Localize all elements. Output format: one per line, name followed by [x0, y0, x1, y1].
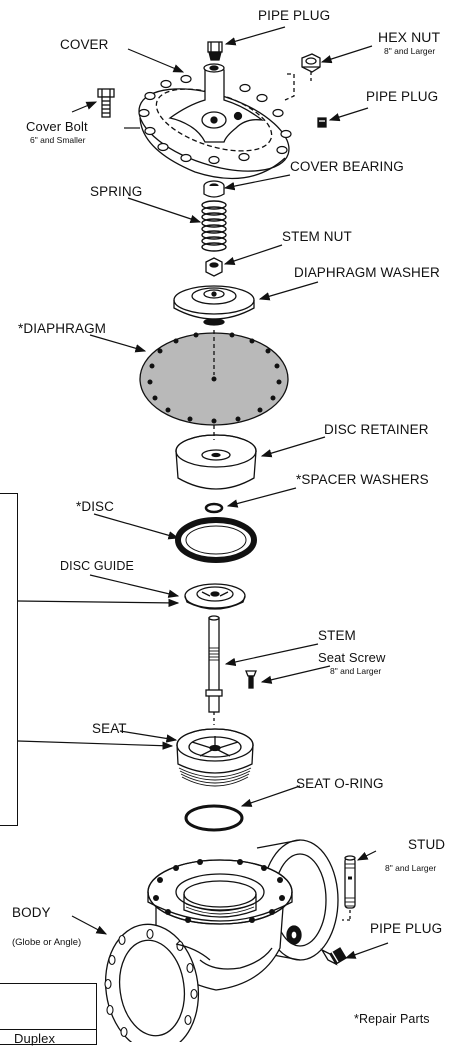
pipe-plug-top-part [207, 41, 223, 61]
label-pipe-plug-bottom: PIPE PLUG [370, 921, 443, 936]
diaphragm-washer-part [173, 285, 255, 326]
label-body: BODY [12, 905, 51, 920]
label-cover-bearing: COVER BEARING [290, 159, 404, 174]
label-cover: COVER [60, 37, 109, 52]
seat-oring-part [184, 804, 244, 832]
label-hex-nut: HEX NUT [378, 29, 441, 45]
disc-guide-part [184, 583, 246, 610]
stud-part [344, 855, 356, 920]
cover-part [138, 63, 292, 180]
label-pipe-plug-right: PIPE PLUG [366, 89, 439, 104]
label-hex-nut-note: 8" and Larger [384, 46, 436, 56]
label-seat-screw: Seat Screw [318, 650, 386, 665]
label-stud: STUD [408, 837, 446, 852]
label-repair-parts: *Repair Parts [354, 1012, 430, 1026]
disc-retainer-part [175, 425, 257, 490]
leader-arrows [17, 26, 389, 959]
label-stem-nut: STEM NUT [282, 229, 352, 244]
cover-bearing-part [203, 180, 225, 198]
left-frame-box [0, 493, 18, 826]
label-disc: *DISC [76, 499, 115, 514]
label-diaphragm: *DIAPHRAGM [18, 321, 107, 336]
label-cover-bolt-note: 6" and Smaller [30, 135, 86, 145]
label-diaphragm-washer: DIAPHRAGM WASHER [294, 265, 440, 280]
table-row-divider [0, 1029, 97, 1030]
label-seat-oring: SEAT O-RING [296, 776, 384, 791]
hex-nut-part [301, 53, 321, 84]
table-fragment-text: Duplex [14, 1031, 56, 1046]
cover-bolt-part [97, 88, 115, 118]
disc-part [175, 517, 257, 563]
stem-part [205, 615, 223, 725]
label-seat-screw-note: 8" and Larger [330, 666, 382, 676]
seat-part [176, 728, 254, 787]
seat-screw-part [245, 670, 257, 689]
stem-nut-part [205, 257, 223, 277]
label-pipe-plug-top: PIPE PLUG [258, 8, 331, 23]
pipe-plug-bottom-part [320, 947, 347, 966]
label-stem: STEM [318, 628, 356, 643]
diaphragm-part [139, 330, 289, 426]
label-disc-retainer: DISC RETAINER [324, 422, 429, 437]
pipe-plug-right-part [317, 117, 327, 128]
spring-part [201, 200, 227, 252]
label-spacer-washers: *SPACER WASHERS [296, 472, 429, 487]
label-seat: SEAT [92, 721, 127, 736]
label-disc-guide: DISC GUIDE [60, 559, 134, 573]
label-stud-note: 8" and Larger [385, 863, 437, 873]
label-cover-bolt: Cover Bolt [26, 119, 88, 134]
label-body-note: (Globe or Angle) [12, 937, 82, 948]
label-spring: SPRING [90, 184, 143, 199]
valve-body-part [104, 839, 339, 1042]
spacer-washers-part [204, 502, 224, 514]
